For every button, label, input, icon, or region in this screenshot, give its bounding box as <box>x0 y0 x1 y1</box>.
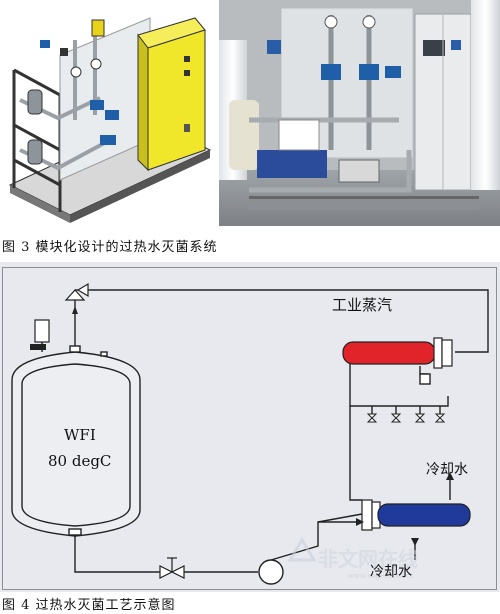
drain-line <box>74 535 160 573</box>
wfi-vessel <box>11 351 141 537</box>
photo-illustration <box>219 0 500 226</box>
figure-4-caption: 图 4 过热水灭菌工艺示意图 <box>2 598 176 613</box>
bottom-nozzle <box>68 528 82 536</box>
label-cooling-water-out: 冷却水 <box>426 462 468 478</box>
vessel-jacket <box>21 363 131 527</box>
circulation-pump <box>258 559 284 585</box>
photo-real-system <box>219 0 500 226</box>
watermark: 非文网在线 www.vogel.com.cn <box>287 537 418 580</box>
label-vessel-name: WFI <box>64 426 96 444</box>
top-nozzle <box>69 345 81 353</box>
steam-trap-branches <box>371 406 441 414</box>
relief-valve-icon <box>64 282 89 301</box>
cooling-heat-exchanger <box>361 499 471 531</box>
branch-valve-icons <box>366 413 446 423</box>
return-line-top <box>90 289 489 353</box>
steam-heat-exchanger <box>342 337 453 369</box>
label-vessel-temp: 80 degC <box>48 452 111 470</box>
process-diagram-frame <box>2 267 497 590</box>
watermark-url: www.vogel.com.cn <box>348 572 415 580</box>
steam-trap <box>419 373 431 385</box>
drain-valve-icon <box>159 557 185 579</box>
cad-render-illustration <box>8 17 212 223</box>
watermark-text: 非文网在线 <box>318 547 418 571</box>
figure-3-caption: 图 3 模块化设计的过热水灭菌系统 <box>2 240 218 255</box>
label-industrial-steam: 工业蒸汽 <box>332 296 392 314</box>
cad-render-modular-system <box>0 0 217 226</box>
level-instrument <box>30 319 50 352</box>
label-cooling-water-in: 冷却水 <box>370 564 412 580</box>
